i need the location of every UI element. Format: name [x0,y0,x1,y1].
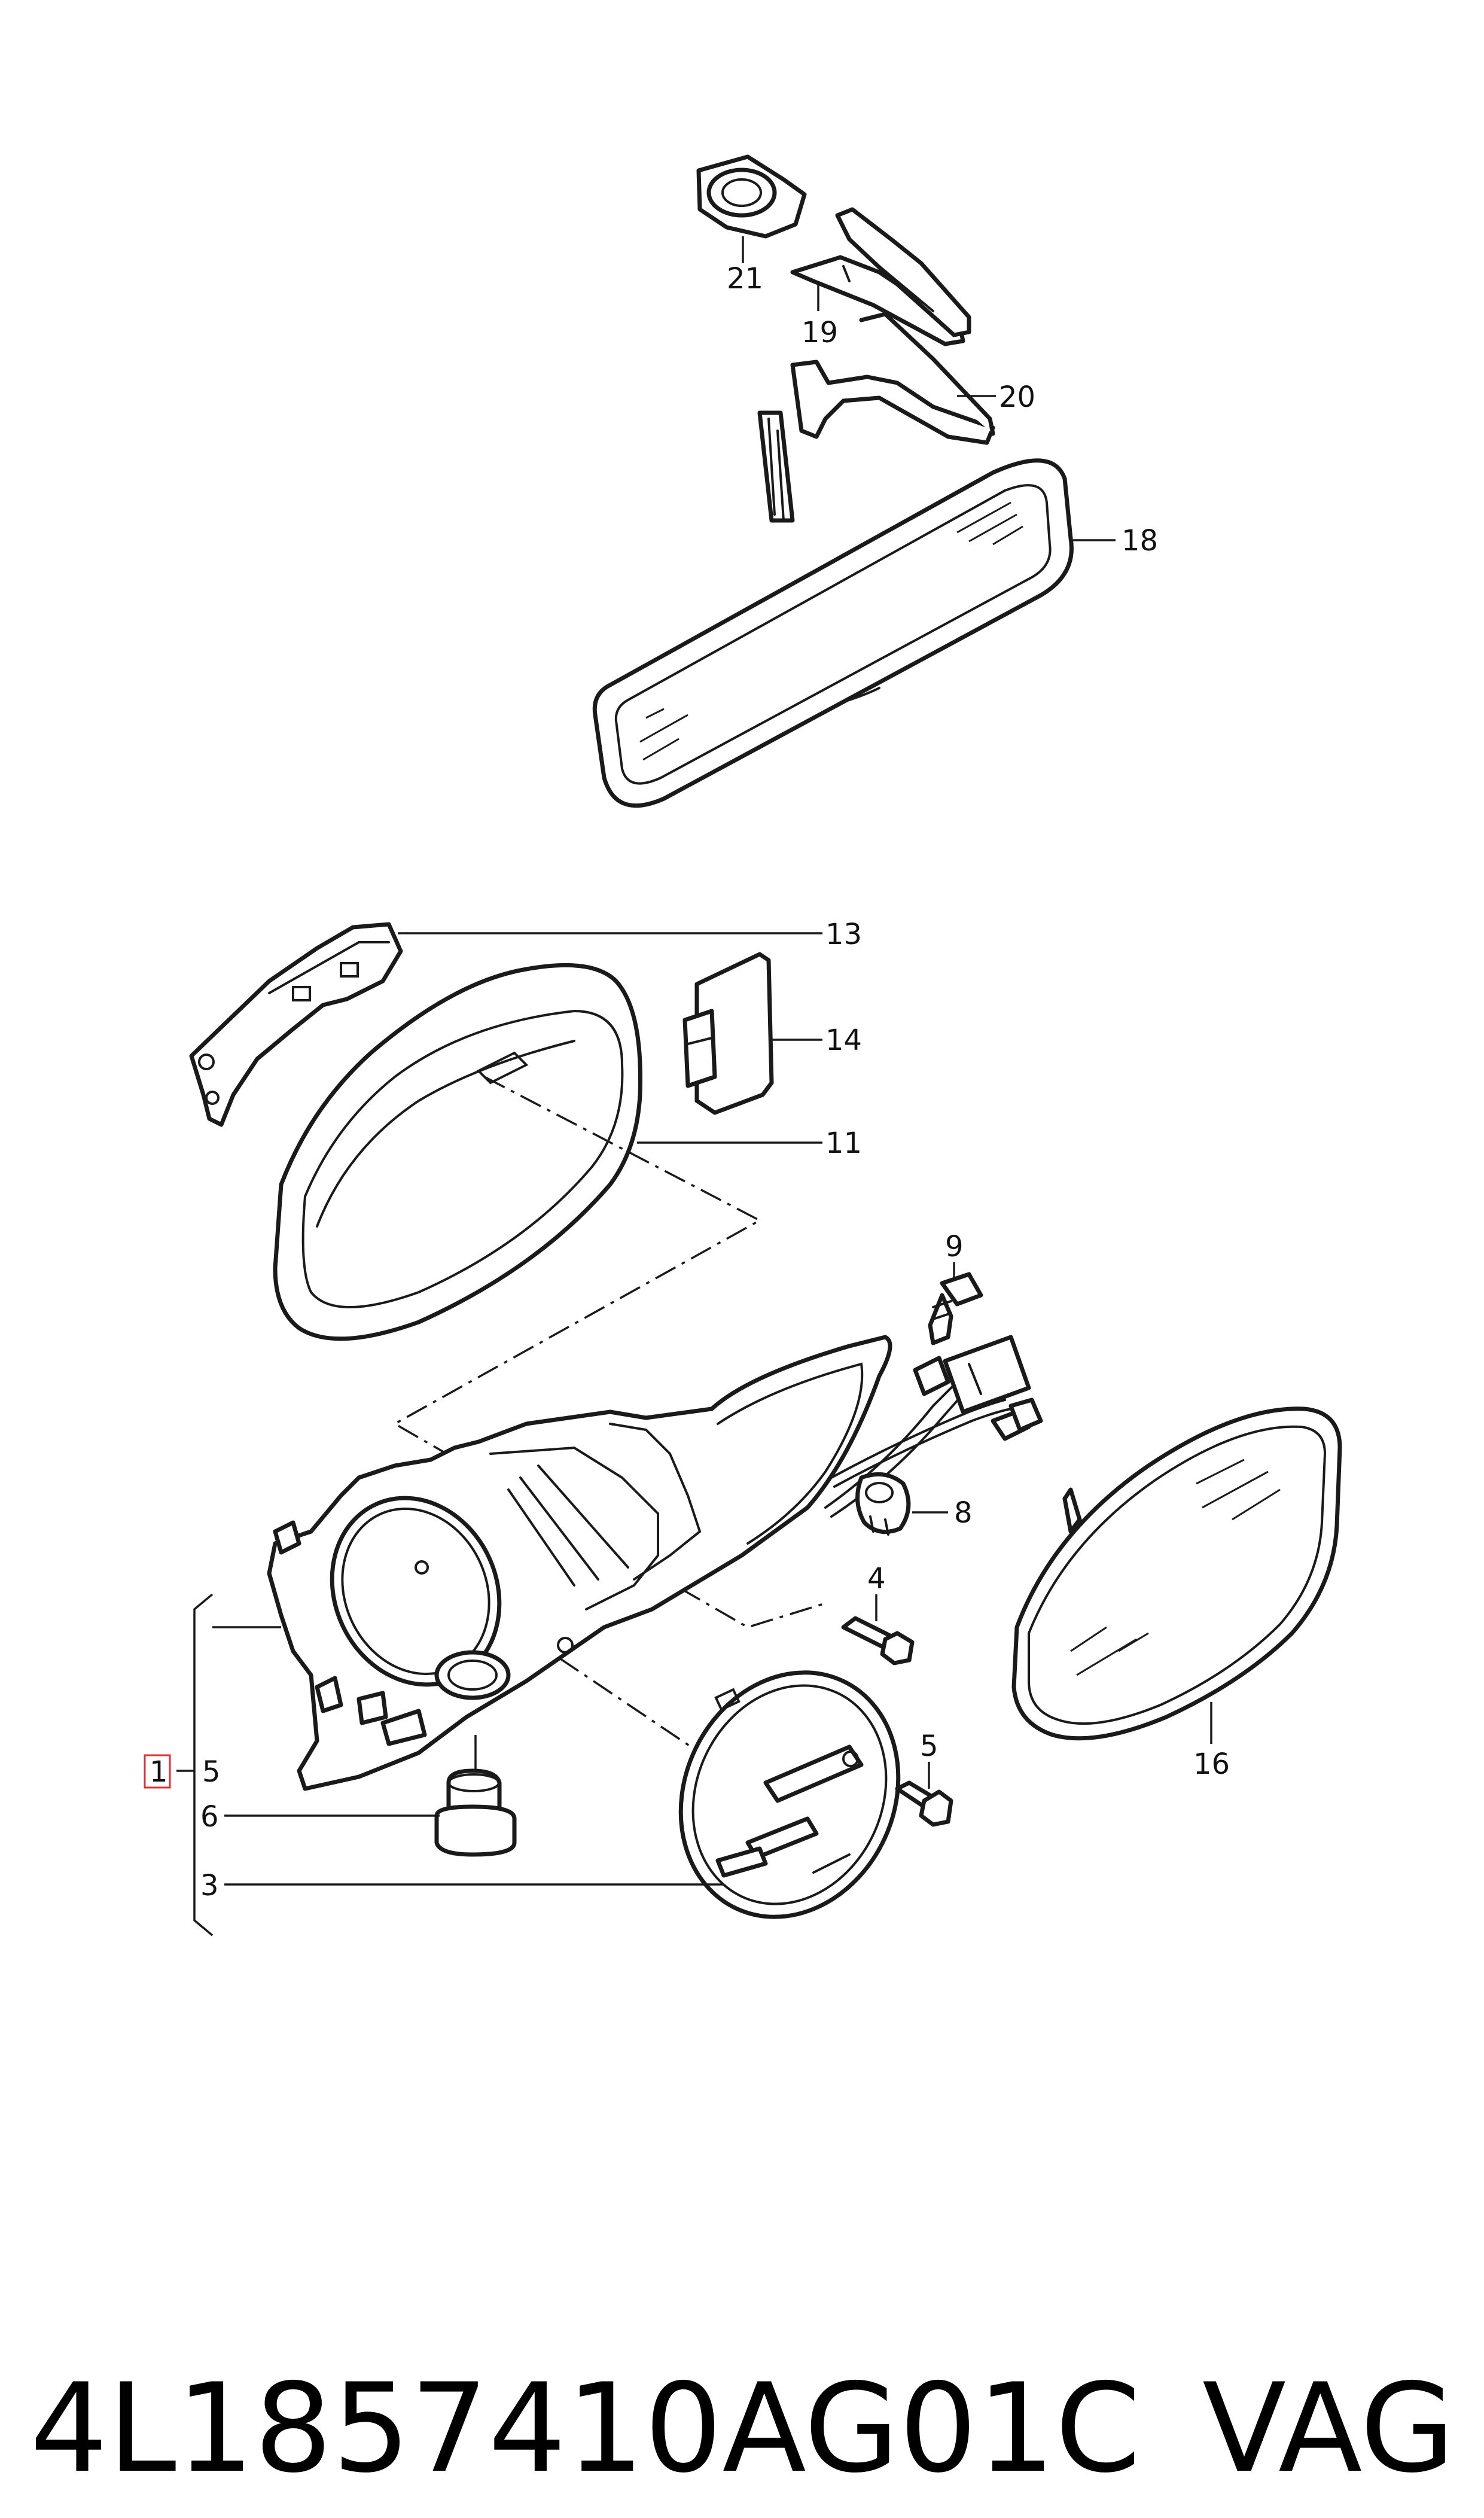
callout-19: 19 [802,316,838,349]
callout-4: 4 [867,1562,886,1596]
part-11-housing [273,963,822,1341]
part-14-lamp [682,952,822,1115]
callout-13: 13 [825,918,862,951]
part-21-sensor [696,154,807,263]
callout-labels: 21 19 20 18 13 14 11 9 8 4 16 1 5 5 6 3 [150,262,1230,1902]
callout-5-bracket: 5 [202,1755,221,1789]
part-13-frame [189,922,822,1127]
callout-16: 16 [1193,1747,1230,1781]
part-8-grommet [855,1472,948,1536]
part-16-mirror-glass [1011,1406,1342,1744]
callout-18: 18 [1122,524,1158,558]
callout-5-screw: 5 [920,1730,938,1763]
callout-8: 8 [954,1496,973,1530]
part-1-highlight-box [144,1754,171,1789]
callout-1: 1 [150,1755,168,1789]
part-18-interior-mirror [592,410,1116,808]
part-3-plate [678,1670,901,1919]
part-1-mirror-base [267,1335,892,1791]
callout-20: 20 [999,380,1035,414]
wiring-harness [824,1335,1043,1518]
part-9-screw [928,1262,983,1345]
callout-9: 9 [945,1230,964,1263]
group-bracket [144,1593,724,1937]
part-4-screw [841,1594,915,1666]
brand-name: VAG [1202,2358,1455,2500]
callout-6: 6 [200,1800,219,1834]
part-number: 4L1857410AG01C [30,2358,1141,2500]
callout-11: 11 [825,1126,862,1160]
callout-14: 14 [825,1024,862,1057]
callout-21: 21 [727,262,763,296]
part-20-base-cover [790,312,996,445]
part-5-screw [895,1762,953,1827]
callout-3: 3 [200,1869,219,1902]
part-6-motor [434,1735,517,1857]
part-19-cover [790,207,971,346]
